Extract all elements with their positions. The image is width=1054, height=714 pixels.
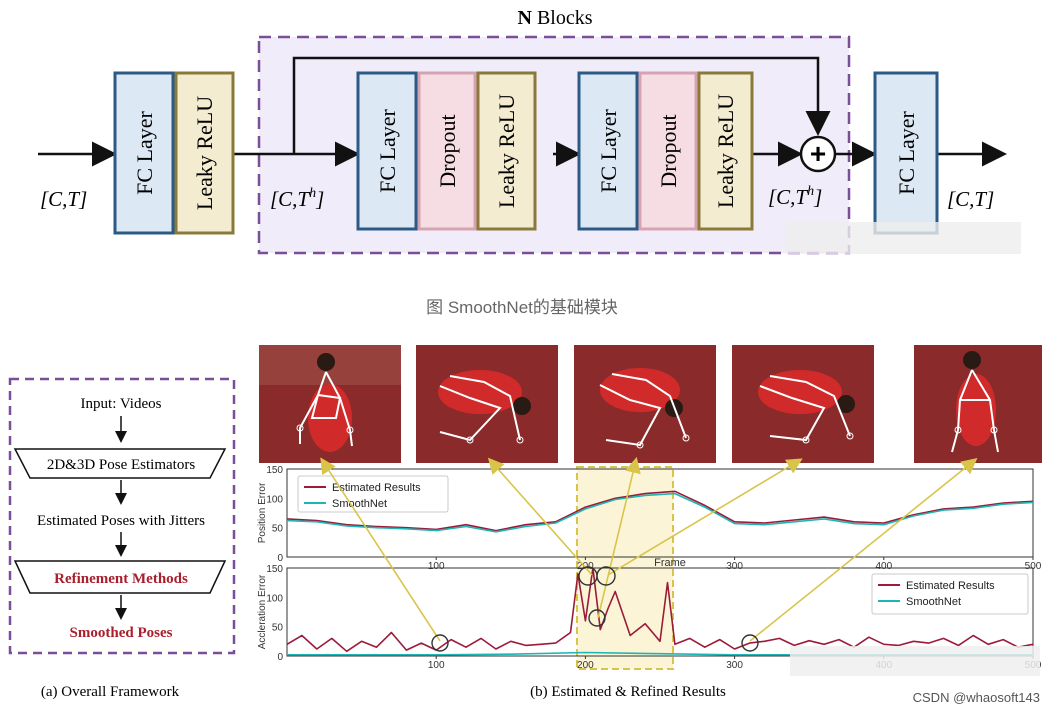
- dropout-label: Dropout: [656, 114, 681, 187]
- plus-symbol: +: [810, 138, 826, 169]
- y-tick-label: 100: [266, 593, 283, 604]
- circle-marker: [588, 609, 606, 627]
- circle-marker: [431, 634, 449, 652]
- n-blocks-region: [257, 35, 851, 255]
- framework-border: [8, 377, 236, 655]
- dropout-label: Dropout: [435, 114, 460, 187]
- n-blocks-title: N Blocks: [517, 7, 592, 29]
- fc-layer-label: FC Layer: [132, 110, 157, 194]
- pose-frame-3: [574, 345, 716, 463]
- output-dim-label: [C,T]: [947, 187, 994, 211]
- y-tick-label: 0: [277, 652, 283, 663]
- fc-layer-box-4: [873, 71, 939, 235]
- legend-label: Estimated Results: [906, 580, 995, 592]
- framework-item-smoothed: Smoothed Poses: [70, 625, 173, 641]
- acceleration-error-panel: [286, 567, 1034, 657]
- x-tick-label: 500: [1025, 561, 1042, 572]
- dropout-box-2: [638, 71, 698, 231]
- watermark: CSDN @whaosoft143: [913, 690, 1040, 705]
- legend-box: [871, 573, 1029, 615]
- legend-box: [297, 475, 449, 513]
- fc-layer-label: FC Layer: [596, 108, 621, 192]
- x-tick-label: 100: [428, 660, 445, 671]
- x-tick-label: 100: [428, 561, 445, 572]
- framework-item-estimator: 2D&3D Pose Estimators: [47, 457, 195, 473]
- position-error-panel: [286, 468, 1034, 558]
- legend-label: SmoothNet: [332, 498, 387, 510]
- fc-layer-label: FC Layer: [375, 108, 400, 192]
- series-line-smoothnet: [286, 492, 1034, 533]
- series-line-estimated-results: [286, 567, 1034, 653]
- series-line-estimated-results: [286, 490, 1034, 532]
- pose-frame-5: [914, 345, 1042, 463]
- x-tick-label: 300: [726, 561, 743, 572]
- y-tick-label: 50: [272, 524, 284, 535]
- pose-frame-2: [416, 345, 558, 463]
- circle-marker: [741, 634, 759, 652]
- y-tick-label: 50: [272, 623, 284, 634]
- framework-item-input: Input: Videos: [81, 396, 162, 412]
- pose-estimator-trapezoid: [13, 448, 227, 479]
- hidden-dim-label-in: [C,Th]: [270, 186, 324, 211]
- overall-framework: Input: Videos 2D&3D Pose Estimators Esti…: [8, 377, 236, 655]
- highlight-circles: [431, 566, 759, 652]
- pose-frame-4: [732, 345, 874, 463]
- dropout-box-1: [417, 71, 477, 231]
- framework-caption: (a) Overall Framework: [41, 684, 180, 700]
- legend-label: SmoothNet: [906, 596, 961, 608]
- guide-lines: [320, 456, 978, 642]
- leaky-relu-label: Leaky ReLU: [494, 94, 519, 208]
- blurred-region: [790, 646, 1040, 676]
- y-axis-label: Accleration Error: [257, 574, 268, 649]
- hidden-dim-label-out: [C,Th]: [768, 184, 822, 209]
- x-tick-label: 200: [577, 660, 594, 671]
- x-tick-label: 300: [726, 660, 743, 671]
- y-tick-label: 150: [266, 564, 283, 575]
- leaky-relu-box-1: [174, 71, 235, 235]
- framework-item-jitters: Estimated Poses with Jitters: [37, 513, 205, 529]
- leaky-relu-box-3: [697, 71, 754, 231]
- circle-marker: [596, 566, 616, 586]
- x-axis-label: Frame: [654, 557, 686, 569]
- fc-layer-box-1: [113, 71, 175, 235]
- y-tick-label: 100: [266, 494, 283, 505]
- smoothnet-block-diagram: N Blocks + FC Layer Leaky ReLU FC Layer …: [38, 7, 1021, 255]
- fc-layer-box-3: [577, 71, 639, 231]
- leaky-relu-box-2: [476, 71, 537, 231]
- refinement-trapezoid: [13, 560, 227, 594]
- leaky-relu-label: Leaky ReLU: [713, 94, 738, 208]
- legend-label: Estimated Results: [332, 482, 421, 494]
- fc-layer-label: FC Layer: [894, 110, 919, 194]
- y-axis-label: Position Error: [257, 482, 268, 543]
- x-tick-label: 200: [577, 561, 594, 572]
- input-dim-label: [C,T]: [40, 187, 87, 211]
- fc-layer-box-2: [356, 71, 418, 231]
- framework-item-refinement: Refinement Methods: [54, 571, 188, 587]
- x-tick-label: 400: [875, 561, 892, 572]
- blurred-region: [785, 222, 1021, 254]
- skip-connection: [292, 56, 831, 154]
- results-caption: (b) Estimated & Refined Results: [530, 684, 726, 700]
- y-tick-label: 0: [277, 553, 283, 564]
- leaky-relu-label: Leaky ReLU: [192, 96, 217, 210]
- pose-frame-1: [259, 345, 401, 463]
- caption-top: 图 SmoothNet的基础模块: [426, 298, 618, 317]
- add-node-icon: [799, 135, 837, 173]
- y-tick-label: 150: [266, 465, 283, 476]
- pose-frames: [259, 345, 1042, 463]
